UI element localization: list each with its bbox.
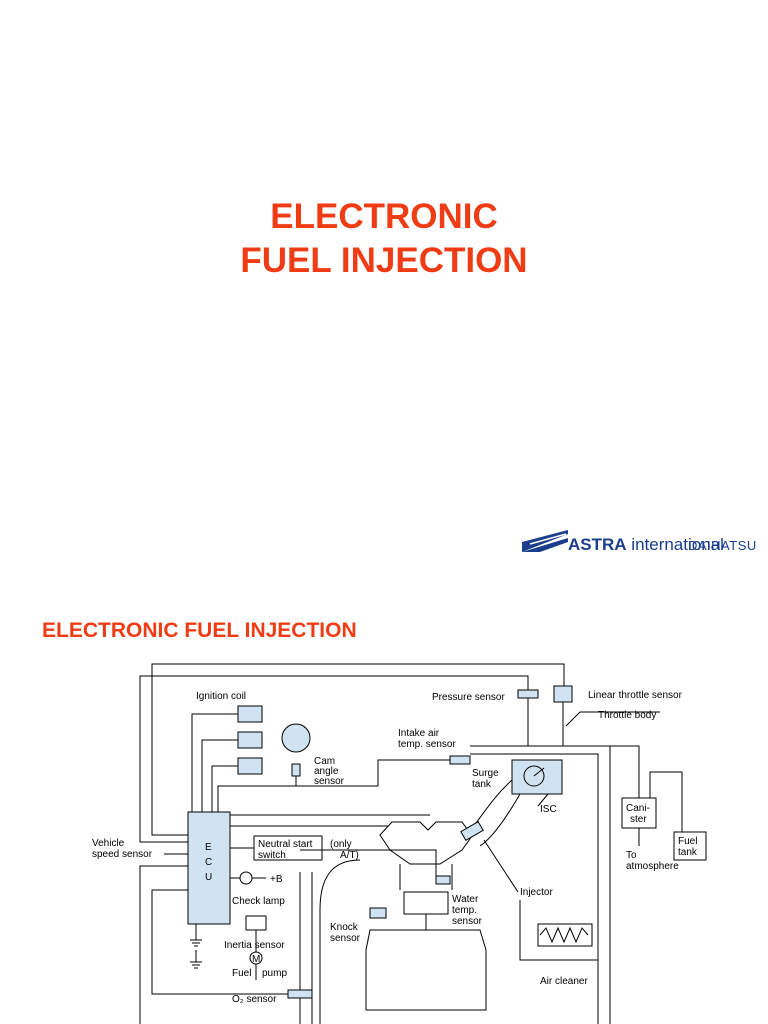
intake-duct-inner — [470, 753, 599, 1024]
wire-o2 — [151, 889, 288, 995]
label-water-3: sensor — [452, 916, 483, 927]
ground-icon-2 — [190, 950, 202, 969]
air-cleaner-housing — [519, 900, 598, 961]
wire-water-temp — [300, 849, 437, 880]
wire-cam — [217, 776, 297, 812]
pointer-throttle-body — [565, 711, 660, 727]
label-fuel-pump-a: Fuel — [232, 968, 251, 979]
water-temp-sensor — [435, 875, 451, 885]
purge-line — [560, 745, 640, 798]
label-isc: ISC — [540, 804, 557, 815]
ecu-label-c: C — [205, 857, 212, 868]
label-o2: O₂ sensor — [232, 994, 277, 1005]
wire-lower — [139, 865, 188, 1024]
label-fuel-tank-2: tank — [678, 847, 698, 858]
astra-logo: ASTRA international DAIHATSU — [520, 526, 768, 556]
knock-sensor — [369, 907, 387, 919]
linear-throttle-sensor — [553, 685, 573, 703]
ecu-label-e: E — [205, 842, 212, 853]
wire-coil-1 — [191, 713, 238, 812]
section-title: ELECTRONIC FUEL INJECTION — [42, 619, 357, 642]
label-neutral-2: switch — [258, 850, 286, 861]
label-cam-3: sensor — [314, 776, 345, 787]
astra-swoosh-icon — [522, 530, 568, 552]
o2-sensor — [287, 989, 313, 999]
throttle-valve — [523, 765, 545, 787]
fuel-tank — [673, 831, 707, 861]
piston — [403, 891, 449, 915]
check-lamp-bulb — [239, 871, 253, 885]
label-to-atm-1: To — [626, 850, 637, 861]
wire-pressure-ecu — [139, 675, 529, 843]
label-surge-2: tank — [472, 779, 492, 790]
air-filter-element — [539, 926, 589, 944]
vapor-line — [649, 771, 683, 832]
ecu-box — [187, 811, 231, 925]
label-inertia: Inertia sensor — [224, 940, 285, 951]
wire-throttle-ecu — [151, 663, 565, 836]
cylinder-head — [379, 821, 473, 865]
exhaust-pipe — [299, 872, 313, 1024]
ignition-coil-2 — [237, 731, 263, 749]
label-fuel-pump-b: pump — [262, 968, 287, 979]
label-knock-1: Knock — [330, 922, 359, 933]
throttle-body — [511, 759, 563, 795]
label-check-lamp: Check lamp — [232, 896, 285, 907]
cylinder-walls — [399, 864, 453, 890]
ignition-coil-3 — [237, 757, 263, 775]
label-ignition-coil: Ignition coil — [196, 691, 246, 702]
ignition-coil-1 — [237, 705, 263, 723]
slide-title-line2: FUEL INJECTION — [240, 241, 528, 280]
logo-brand: ASTRA international — [568, 535, 724, 554]
label-cam-1: Cam — [314, 756, 335, 767]
label-motor: M — [252, 954, 260, 965]
label-plus-b: +B — [270, 874, 283, 885]
efi-system-diagram: E C U Ignition coil Cam angle sensor Pre… — [92, 663, 707, 1024]
throttle-plate — [533, 767, 545, 777]
label-water-2: temp. — [452, 905, 477, 916]
label-intake-2: temp. sensor — [398, 739, 456, 750]
pointer-injector — [483, 839, 519, 893]
pointer-isc — [537, 793, 549, 807]
slide-title-line1: ELECTRONIC — [270, 197, 498, 236]
label-intake-1: Intake air — [398, 728, 440, 739]
label-fuel-tank-1: Fuel — [678, 836, 697, 847]
air-cleaner — [537, 923, 593, 947]
title-slide: ELECTRONIC FUEL INJECTION ASTRA internat… — [240, 197, 768, 556]
label-neutral-1: Neutral start — [258, 839, 313, 850]
wire-coil-3 — [211, 765, 238, 812]
label-knock-2: sensor — [330, 933, 361, 944]
label-to-atm-2: atmosphere — [626, 861, 679, 872]
ecu-label-u: U — [205, 872, 212, 883]
label-vss-1: Vehicle — [92, 838, 125, 849]
label-air-cleaner: Air cleaner — [540, 976, 588, 987]
logo-sub: DAIHATSU — [688, 538, 757, 553]
label-linear-throttle: Linear throttle sensor — [588, 690, 683, 701]
label-pressure-sensor: Pressure sensor — [432, 692, 505, 703]
label-canister-2: ster — [630, 814, 647, 825]
injector — [460, 820, 484, 842]
crankcase — [365, 929, 487, 1011]
label-injector: Injector — [520, 887, 553, 898]
intake-air-temp-sensor — [449, 755, 471, 765]
label-water-1: Water — [452, 894, 479, 905]
label-only-1: (only — [330, 839, 352, 850]
wire-coil-2 — [201, 739, 238, 812]
label-cam-2: angle — [314, 766, 339, 777]
ground-icon — [190, 924, 202, 947]
label-surge-1: Surge — [472, 768, 499, 779]
inertia-sensor — [245, 915, 267, 931]
wire-intake-temp — [230, 759, 450, 787]
label-throttle-body: Throttle body — [598, 710, 656, 721]
label-only-2: A/T) — [340, 850, 359, 861]
label-vss-2: speed sensor — [92, 849, 153, 860]
exhaust-manifold — [319, 859, 361, 1024]
pressure-sensor — [517, 689, 539, 699]
cam-sensor-disc — [281, 723, 311, 753]
label-canister-1: Cani- — [626, 803, 650, 814]
cam-angle-sensor — [291, 763, 301, 777]
intake-runner-b — [479, 793, 521, 847]
